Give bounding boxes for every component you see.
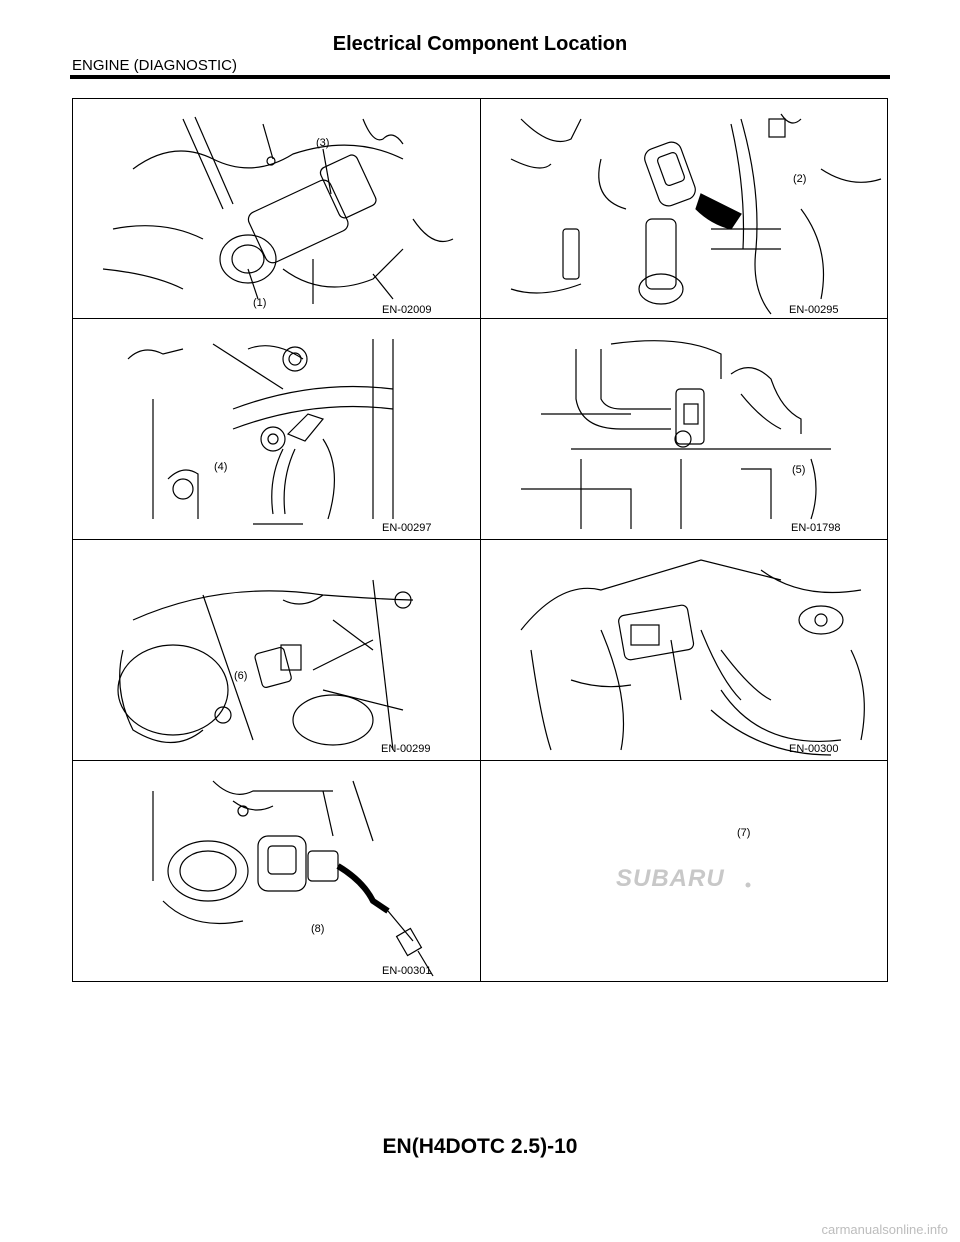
callout-5: (5) bbox=[792, 464, 806, 476]
figure-en-01798: (5) EN-01798 bbox=[481, 319, 887, 539]
figure-code: EN-01798 bbox=[791, 522, 841, 534]
figure-en-02009: (3) (1) EN-02009 bbox=[73, 99, 480, 318]
figure-code: EN-02009 bbox=[382, 304, 432, 316]
watermark: carmanualsonline.info bbox=[821, 1222, 948, 1237]
figure-code: EN-00295 bbox=[789, 304, 839, 316]
engine-illustration-6 bbox=[520, 559, 865, 756]
figure-code: EN-00301 bbox=[382, 965, 432, 977]
figure-en-00295: (2) EN-00295 bbox=[481, 99, 887, 318]
figure-code: EN-00299 bbox=[381, 743, 431, 755]
page-code: EN(H4DOTC 2.5)-10 bbox=[382, 1135, 578, 1158]
figure-code: EN-00297 bbox=[382, 522, 432, 534]
engine-illustration-5 bbox=[117, 579, 414, 751]
figure-en-00300: (7) EN-00300 bbox=[481, 540, 887, 839]
grid-divider-row-2 bbox=[73, 539, 887, 540]
grid-divider-row-1 bbox=[73, 318, 887, 319]
callout-8: (8) bbox=[311, 923, 325, 935]
figure-grid: (3) (1) EN-02009 (2) EN-00295 bbox=[72, 98, 888, 982]
header-rule bbox=[70, 75, 890, 79]
callout-3: (3) bbox=[316, 137, 330, 149]
engine-illustration-4 bbox=[521, 340, 831, 529]
callout-7: (7) bbox=[737, 827, 751, 839]
figure-en-00299: (6) EN-00299 bbox=[73, 540, 480, 760]
figure-en-00297: (4) EN-00297 bbox=[73, 319, 480, 539]
callout-6: (6) bbox=[234, 670, 248, 682]
page-title: Electrical Component Location bbox=[332, 33, 628, 55]
callout-1: (1) bbox=[253, 297, 267, 309]
subaru-logo: SUBARU bbox=[616, 865, 756, 895]
callout-4: (4) bbox=[214, 461, 228, 473]
engine-illustration-1 bbox=[102, 116, 454, 304]
engine-illustration-3 bbox=[127, 339, 394, 525]
section-header: ENGINE (DIAGNOSTIC) bbox=[72, 57, 238, 74]
engine-illustration-7 bbox=[152, 780, 434, 977]
engine-illustration-2 bbox=[510, 113, 882, 315]
grid-divider-vertical bbox=[480, 99, 481, 981]
svg-text:SUBARU: SUBARU bbox=[616, 866, 725, 890]
figure-code: EN-00300 bbox=[789, 743, 839, 755]
figure-en-00301: (8) EN-00301 bbox=[73, 761, 480, 981]
grid-divider-row-3 bbox=[73, 760, 887, 761]
callout-2: (2) bbox=[793, 173, 807, 185]
